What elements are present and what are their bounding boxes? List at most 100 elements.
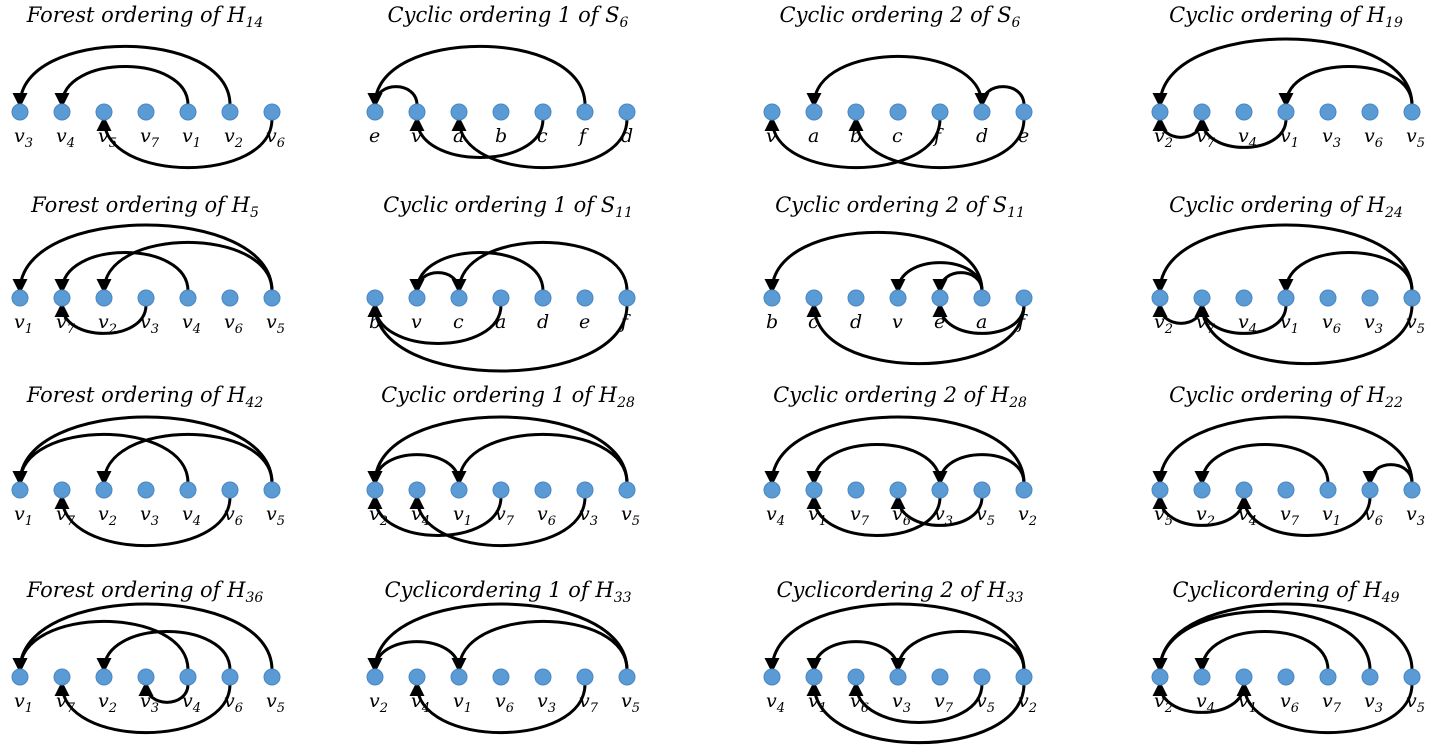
vertex-node [366,668,384,686]
vertex-label-subscript: 2 [234,136,243,151]
vertex-node [11,481,29,499]
arc-edge [54,251,190,294]
vertex-label-base: v [14,125,25,147]
vertex-label: v4 [1238,125,1257,151]
arc-edge [12,223,274,294]
arc-edge [12,415,274,486]
vertex-node [973,668,991,686]
vertex-node [179,289,197,307]
vertex-label: v1 [453,503,472,529]
vertex-label-subscript: 7 [861,514,870,529]
vertex-label-subscript: 2 [379,701,388,716]
vertex-node [618,668,636,686]
vertex-label: v7 [56,503,76,529]
vertex-node [450,481,468,499]
vertex-node [179,668,197,686]
panel-title-subscript: 11 [1007,205,1025,221]
arc-edge [12,432,190,486]
vertex-label-subscript: 7 [945,701,954,716]
vertex-label-subscript: 1 [819,701,827,716]
panel-title-letter: H [1366,383,1386,407]
vertex-node [1403,103,1421,121]
vertex-label-subscript: 5 [632,514,640,529]
vertex-label: v6 [850,690,869,716]
panel-title-text: Cyclic ordering 2 of [775,193,993,217]
arc-edge [12,619,190,673]
vertex-label-base: v [1154,311,1165,333]
vertex-node [263,289,281,307]
panel-title-subscript: 36 [245,590,263,606]
panel-title: Cyclic ordering of H22 [1169,383,1403,411]
vertex-label-base: v [140,311,151,333]
vertex-label-base: e [369,125,380,147]
panel-title-subscript: 42 [244,395,263,411]
vertex-label: f [932,125,944,147]
vertex-label-base: d [976,125,988,147]
vertex-node [534,668,552,686]
panel-title-letter: H [986,578,1006,602]
vertex-label-subscript: 1 [1249,701,1257,716]
arc-edge [764,415,1026,486]
panel-title-letter: H [226,578,246,602]
panel-title-text: Forest ordering of [26,578,227,602]
vertex-label-subscript: 1 [464,514,472,529]
arc-edge [96,432,274,486]
vertex-label-base: v [1018,690,1029,712]
vertex-label: f [577,125,589,147]
panel-title-subscript: 5 [250,205,259,221]
vertex-label-base: v [1280,125,1291,147]
vertex-label-base: v [495,503,506,525]
vertex-node [805,481,823,499]
vertex-label-base: a [808,125,819,147]
vertex-label: v3 [140,311,159,337]
vertex-label-base: v [56,311,67,333]
arc-edge [1278,251,1414,294]
vertex-label-base: v [1406,311,1417,333]
arc-edge [974,85,1026,108]
vertex-label: v5 [266,690,285,716]
vertex-label: v5 [1406,311,1425,337]
vertex-node [1015,289,1033,307]
panel-title-letter: H [1366,3,1386,27]
panel-title-subscript: 24 [1384,205,1403,221]
vertex-label-base: v [1238,311,1249,333]
arc-edge [932,302,1026,335]
vertex-label: v5 [976,503,995,529]
vertex-label-base: v [56,125,67,147]
vertex-label: v2 [1154,311,1173,337]
vertex-label: v4 [182,690,201,716]
vertex-label: e [934,311,945,333]
vertex-label-base: v [182,503,193,525]
vertex-label-base: e [1018,125,1029,147]
vertex-node [137,103,155,121]
vertex-label-subscript: 3 [590,514,598,529]
vertex-label-subscript: 7 [151,136,160,151]
vertex-label: v3 [140,690,159,716]
vertex-label-base: v [453,503,464,525]
vertex-node [221,481,239,499]
vertex-label-subscript: 2 [108,701,117,716]
vertex-label-subscript: 4 [66,136,75,151]
vertex-label-base: v [411,311,422,333]
vertex-node [11,103,29,121]
vertex-label-subscript: 1 [1333,514,1341,529]
vertex-label-base: v [266,311,277,333]
vertex-label: a [976,311,987,333]
vertex-label: v6 [266,125,285,151]
arc-edge [1152,415,1414,486]
vertex-label-subscript: 5 [987,514,995,529]
panel-title-letter: H [226,383,246,407]
vertex-label-base: v [1322,311,1333,333]
vertex-label-subscript: 5 [1417,136,1425,151]
vertex-node [576,289,594,307]
vertex-label-base: v [14,690,25,712]
arc-edge [367,453,461,486]
vertex-label: v3 [140,503,159,529]
vertex-label-base: v [1364,125,1375,147]
vertex-node [11,668,29,686]
vertex-label-base: c [537,125,548,147]
panel-title-text: Forest ordering of [26,383,227,407]
vertex-label: v1 [1280,125,1299,151]
